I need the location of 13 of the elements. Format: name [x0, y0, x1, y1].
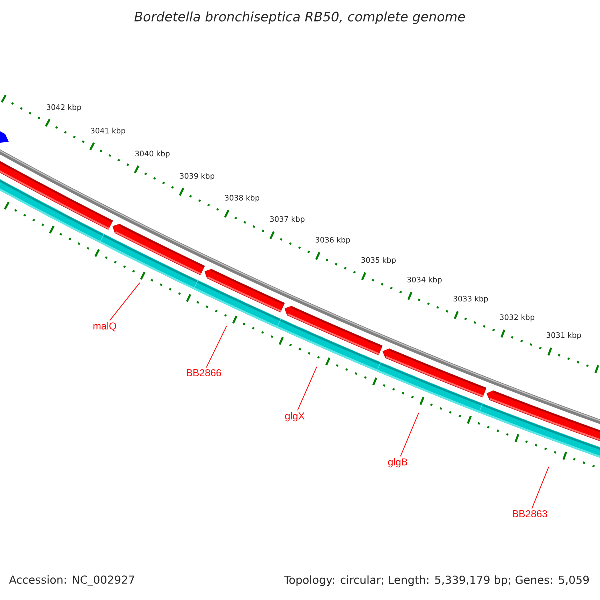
genome-summary-text: Topology: circular; Length: 5,339,179 bp; Genes: 5,059: [284, 576, 590, 586]
gene-label: glgX: [285, 412, 305, 422]
leader-line: [206, 326, 228, 368]
leader-line: [110, 282, 140, 322]
gene-label: malQ: [94, 322, 116, 332]
leader-line: [532, 466, 550, 510]
gene-label: glgB: [388, 458, 408, 468]
leader-line: [297, 366, 318, 412]
leader-line: [400, 412, 420, 458]
title: Bordetella bronchiseptica RB50, complete genome: [134, 12, 466, 24]
accession-text: Accession: NC_002927: [9, 576, 134, 586]
gene-label: BB2866: [187, 369, 222, 377]
gene-label: BB2863: [513, 510, 548, 518]
